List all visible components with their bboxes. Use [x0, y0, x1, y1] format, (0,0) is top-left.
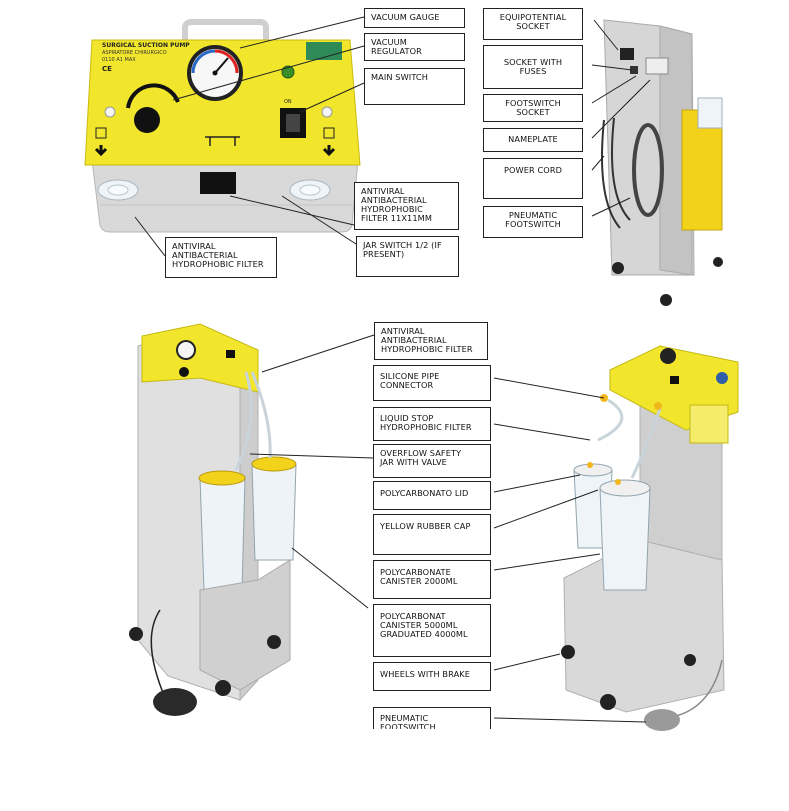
- label-antiviral-filter-11x11: ANTIVIRAL ANTIBACTERIAL HYDROPHOBIC FILT…: [354, 182, 459, 230]
- trolley-rear-view: [601, 19, 723, 306]
- label-footswitch-socket: FOOTSWITCH SOCKET: [483, 94, 583, 122]
- ce-mark: CE: [102, 65, 112, 73]
- label-pneumatic-footswitch-bottom: PNEUMATIC FOOTSWITCH: [373, 707, 491, 729]
- leader-lines: [134, 16, 651, 723]
- suction-pump-unit: [84, 19, 361, 233]
- label-nameplate: NAMEPLATE: [483, 128, 583, 152]
- panel-subtitle: ASPIRATORE CHIRURGICO: [102, 50, 167, 56]
- label-power-cord: POWER CORD: [483, 158, 583, 199]
- label-socket-with-fuses: SOCKET WITH FUSES: [483, 45, 583, 89]
- label-liquid-stop-filter: LIQUID STOP HYDROPHOBIC FILTER: [373, 407, 491, 441]
- panel-model: 0110 A1 MAX: [102, 57, 136, 63]
- label-polycarbonate-canister-2000: POLYCARBONATE CANISTER 2000ml: [373, 560, 491, 599]
- label-pneumatic-footswitch-top: PNEUMATIC FOOTSWITCH: [483, 206, 583, 238]
- label-vacuum-regulator: VACUUM REGULATOR: [364, 33, 465, 61]
- label-antiviral-filter-bottom: ANTIVIRAL ANTIBACTERIAL HYDROPHOBIC FILT…: [374, 322, 488, 360]
- label-jar-switch: JAR SWITCH 1/2 (IF PRESENT): [356, 236, 459, 277]
- label-polycarbonato-lid: POLYCARBONATO LID: [373, 481, 491, 510]
- label-silicone-pipe-connector: SILICONE PIPE CONNECTOR: [373, 365, 491, 401]
- label-overflow-safety-jar: OVERFLOW SAFETY JAR WITH VALVE: [373, 444, 491, 478]
- trolley-with-jars-left: [129, 323, 297, 716]
- label-wheels-with-brake: WHEELS WITH BRAKE: [373, 662, 491, 691]
- label-antiviral-filter-left: ANTIVIRAL ANTIBACTERIAL HYDROPHOBIC FILT…: [165, 237, 277, 278]
- panel-title: SURGICAL SUCTION PUMP: [102, 42, 190, 49]
- label-polycarbonat-canister-5000: POLYCARBONAT CANISTER 5000ml GRADUATED 4…: [373, 604, 491, 657]
- label-equipotential-socket: EQUIPOTENTIAL SOCKET: [483, 8, 583, 40]
- switch-on-text: ON: [284, 99, 292, 105]
- label-main-switch: MAIN SWITCH: [364, 68, 465, 105]
- label-yellow-rubber-cap: YELLOW RUBBER CAP: [373, 514, 491, 555]
- trolley-with-jars-right: [561, 345, 739, 731]
- label-vacuum-gauge: VACUUM GAUGE: [364, 8, 465, 28]
